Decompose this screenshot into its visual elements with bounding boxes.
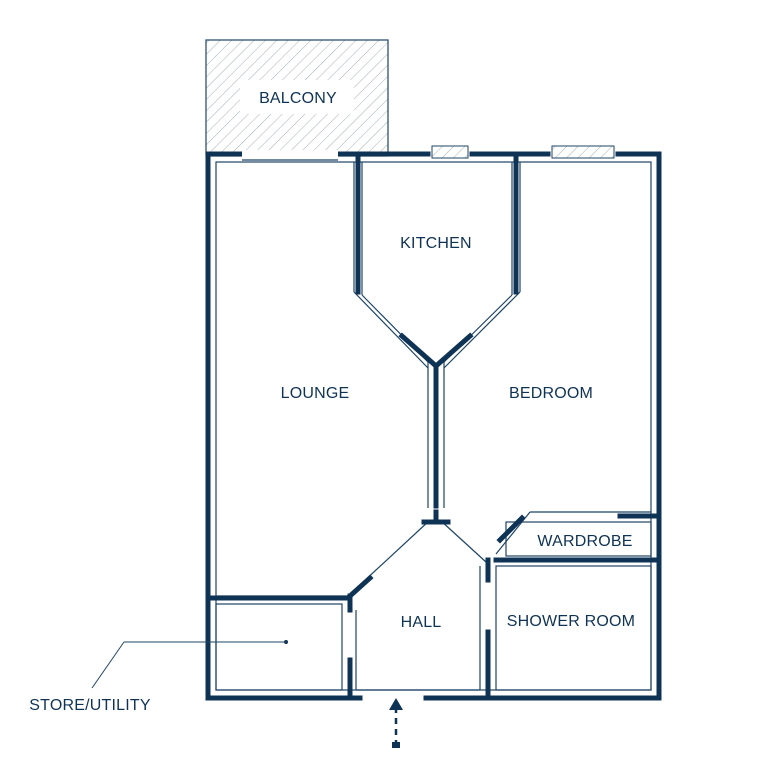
balcony-label: BALCONY bbox=[259, 90, 337, 107]
entrance-arrow-icon bbox=[389, 698, 403, 748]
kitchen-label: KITCHEN bbox=[400, 235, 472, 252]
lounge-label: LOUNGE bbox=[281, 385, 350, 402]
store-utility-label: STORE/UTILITY bbox=[29, 697, 151, 714]
hall-label: HALL bbox=[401, 614, 442, 631]
wardrobe-label: WARDROBE bbox=[537, 533, 632, 550]
bedroom-label: BEDROOM bbox=[509, 385, 593, 402]
store-utility-leader bbox=[91, 640, 288, 689]
door-openings bbox=[242, 150, 338, 160]
walls bbox=[205, 151, 662, 701]
shower-room-label: SHOWER ROOM bbox=[507, 613, 635, 630]
window-icon bbox=[431, 145, 615, 159]
balcony bbox=[205, 39, 389, 157]
